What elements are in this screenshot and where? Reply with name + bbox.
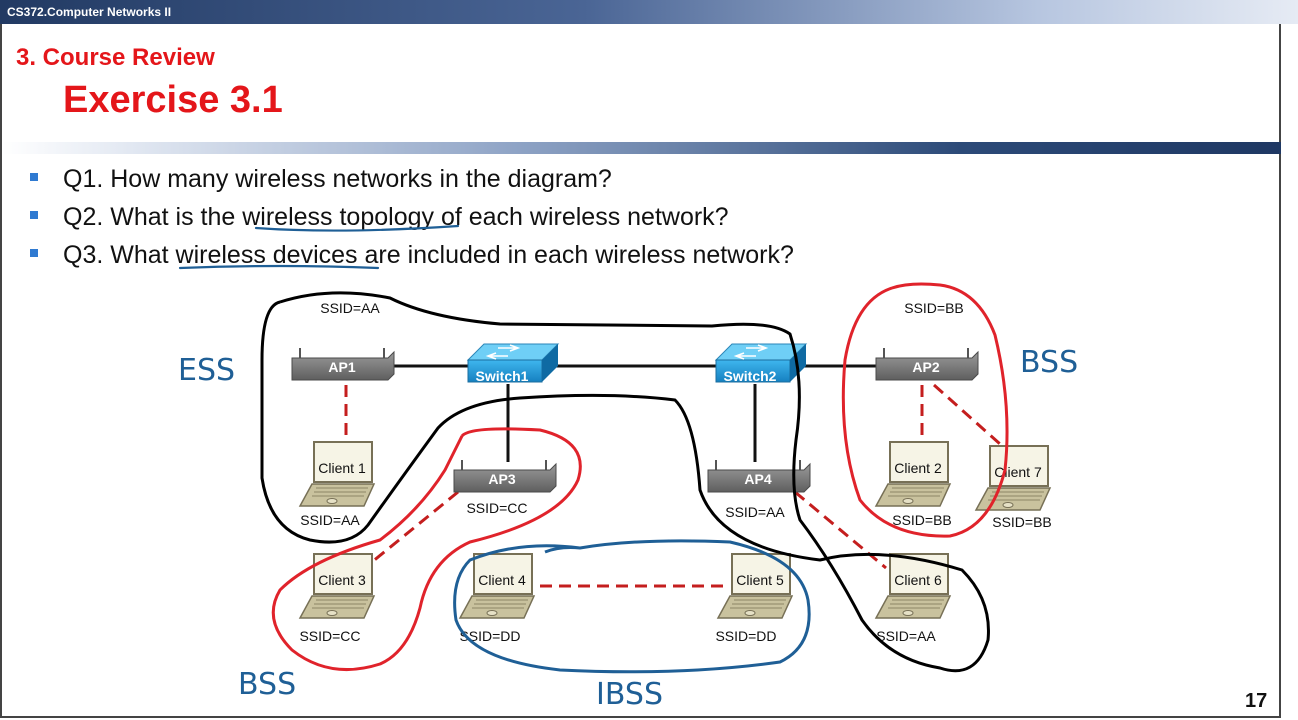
- client6-ssid-label: SSID=AA: [876, 628, 936, 644]
- bss-right-outline: [841, 282, 1009, 538]
- bss-right-annotation: BSS: [1020, 345, 1078, 380]
- question-item: Q2. What is the wireless topology of eac…: [30, 198, 794, 236]
- ap2-label: AP2: [912, 359, 939, 375]
- bss-left-outline: [271, 427, 582, 671]
- client1-ssid-label: SSID=AA: [300, 512, 360, 528]
- slide-frame: [0, 24, 1281, 718]
- question-text: Q3. What wireless devices are included i…: [63, 240, 794, 269]
- header-bar: CS372.Computer Networks II: [0, 0, 1298, 24]
- client2-label: Client 2: [894, 460, 942, 476]
- ap4-ssid-label: SSID=AA: [725, 504, 785, 520]
- switch2-icon: [714, 343, 808, 383]
- client4-label: Client 4: [478, 572, 526, 588]
- underline-wireless-devices: [178, 264, 380, 270]
- switch1-icon: [466, 343, 560, 383]
- client6-label: Client 6: [894, 572, 942, 588]
- ap3-icon: [453, 460, 557, 493]
- question-list: Q1. How many wireless networks in the di…: [30, 160, 794, 274]
- ap4-icon: [707, 460, 811, 493]
- ap2-icon: [875, 348, 979, 381]
- switch1-label: Switch1: [476, 368, 529, 384]
- bullet-icon: [30, 249, 38, 257]
- ess-outline: [260, 291, 990, 673]
- ibss-outline: [453, 539, 811, 674]
- wireless-link-ap2-client7: [933, 383, 1001, 446]
- client1-label: Client 1: [318, 460, 366, 476]
- bullet-icon: [30, 173, 38, 181]
- ap1-ssid-label: SSID=AA: [320, 300, 380, 316]
- ap3-label: AP3: [488, 471, 515, 487]
- underline-marks: [178, 224, 460, 270]
- ap1-icon: [291, 348, 395, 381]
- question-item: Q1. How many wireless networks in the di…: [30, 160, 794, 198]
- client5-label: Client 5: [736, 572, 784, 588]
- underline-wireless-topology: [254, 224, 460, 232]
- ess-annotation: ESS: [178, 353, 235, 388]
- slide-title: Exercise 3.1: [63, 79, 283, 121]
- client3-ssid-label: SSID=CC: [299, 628, 360, 644]
- page-number: 17: [1245, 690, 1268, 712]
- bullet-icon: [30, 211, 38, 219]
- title-divider: [2, 142, 1281, 154]
- ap3-ssid-label: SSID=CC: [466, 500, 527, 516]
- client3-label: Client 3: [318, 572, 366, 588]
- client2-ssid-label: SSID=BB: [892, 512, 952, 528]
- client7-ssid-label: SSID=BB: [992, 514, 1052, 530]
- client5-ssid-label: SSID=DD: [715, 628, 776, 644]
- ap2-ssid-label: SSID=BB: [904, 300, 964, 316]
- question-text: Q1. How many wireless networks in the di…: [63, 164, 612, 193]
- bss-left-annotation: BSS: [238, 667, 296, 702]
- client4-ssid-label: SSID=DD: [459, 628, 520, 644]
- switch2-label: Switch2: [724, 368, 777, 384]
- ibss-annotation: IBSS: [596, 677, 663, 712]
- course-title: CS372.Computer Networks II: [7, 5, 172, 19]
- question-item: Q3. What wireless devices are included i…: [30, 236, 794, 274]
- question-text: Q2. What is the wireless topology of eac…: [63, 202, 729, 231]
- wired-links: [392, 364, 878, 462]
- section-title: 3. Course Review: [16, 44, 215, 71]
- ap4-label: AP4: [744, 471, 771, 487]
- ap1-label: AP1: [328, 359, 355, 375]
